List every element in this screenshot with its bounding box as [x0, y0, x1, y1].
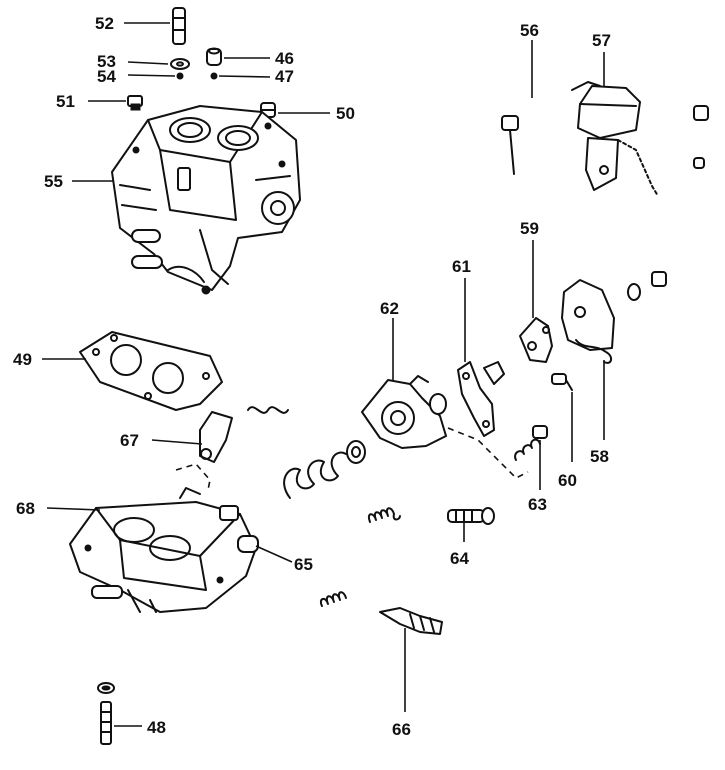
part-68-throttle-body	[69, 487, 259, 613]
leader-54	[127, 74, 176, 77]
label-61: 61	[452, 257, 471, 276]
part-52-plunger	[172, 7, 186, 45]
throttle-return-spring	[283, 440, 366, 499]
part-58-cam-plate	[561, 271, 667, 364]
label-52: 52	[95, 14, 114, 33]
label-55: 55	[44, 172, 63, 191]
part-63-screw	[514, 425, 548, 461]
part-62-lever-assembly	[361, 375, 447, 449]
label-58: 58	[590, 447, 609, 466]
label-66: 66	[392, 720, 411, 739]
label-53: 53	[97, 52, 116, 71]
part-57-vacuum-unit	[571, 81, 659, 197]
leader-68	[46, 507, 101, 511]
part-46-sleeve	[206, 47, 222, 66]
part-60-screw	[551, 373, 573, 391]
label-46: 46	[275, 49, 294, 68]
label-51: 51	[56, 92, 75, 111]
leader-47	[218, 75, 271, 78]
part-55-top-body	[111, 105, 301, 295]
part-59-bracket	[519, 317, 553, 363]
part-66-mixture-screw	[319, 591, 443, 635]
label-49: 49	[13, 350, 32, 369]
label-47: 47	[275, 67, 294, 86]
part-67-lever	[199, 406, 289, 463]
part-49-gasket	[79, 331, 223, 411]
label-60: 60	[558, 471, 577, 490]
label-57: 57	[592, 31, 611, 50]
part-48-stud-bolt	[97, 682, 115, 745]
label-54: 54	[97, 67, 116, 86]
part-64-screw	[447, 507, 495, 525]
leader-65	[255, 545, 293, 563]
part-47-ball	[210, 72, 218, 80]
part-61-link	[457, 361, 505, 437]
label-63: 63	[528, 495, 547, 514]
dashed-connector-62	[447, 427, 529, 479]
label-67: 67	[120, 431, 139, 450]
small-spring-left	[367, 507, 401, 523]
label-62: 62	[380, 299, 399, 318]
dashed-connector-67	[175, 463, 211, 491]
label-65: 65	[294, 555, 313, 574]
label-56: 56	[520, 21, 539, 40]
part-56-hose	[393, 93, 543, 175]
label-50: 50	[336, 104, 355, 123]
small-nuts-top-right	[693, 105, 709, 169]
leader-53	[127, 61, 169, 65]
label-64: 64	[450, 549, 469, 568]
part-51-plug	[127, 95, 143, 111]
part-54-ball	[176, 72, 184, 80]
label-59: 59	[520, 219, 539, 238]
leader-67	[151, 439, 203, 445]
label-48: 48	[147, 718, 166, 737]
part-53-washer	[170, 58, 190, 70]
label-68: 68	[16, 499, 35, 518]
